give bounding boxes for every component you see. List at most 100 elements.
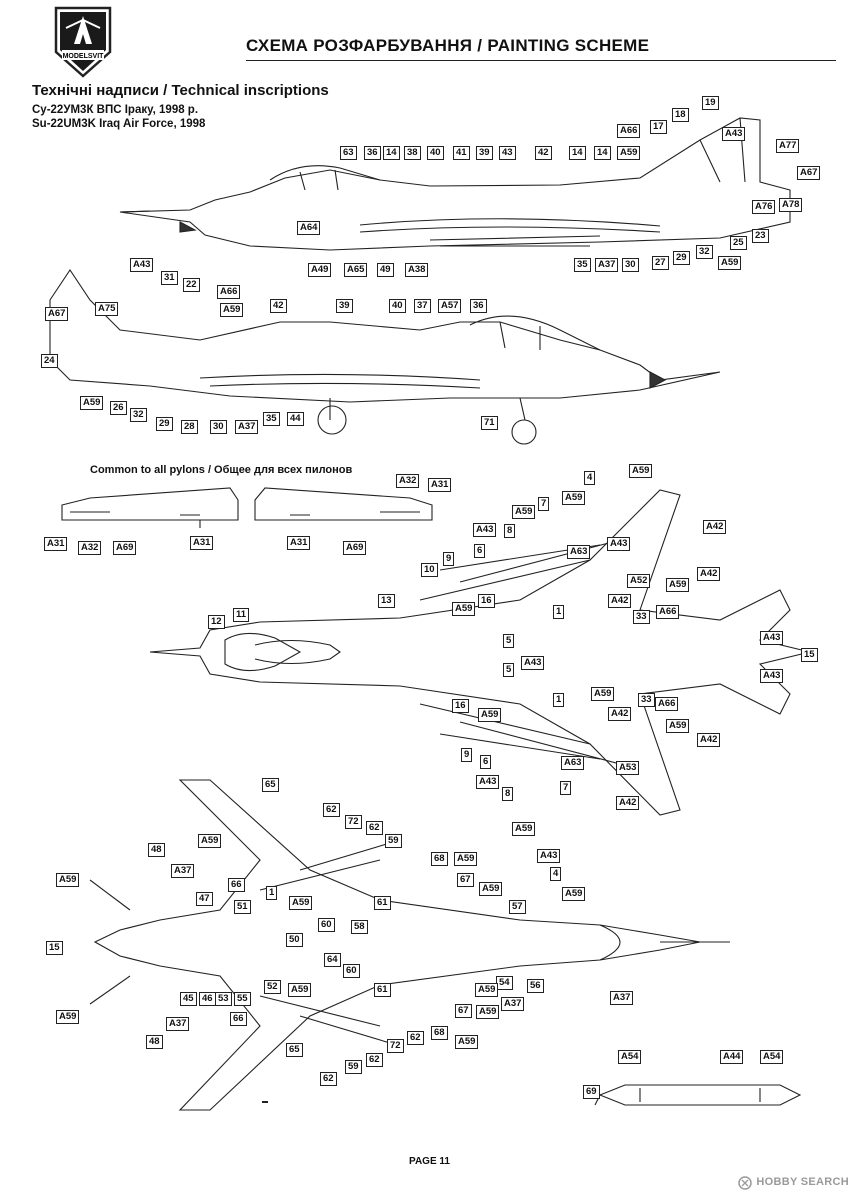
hobby-search-logo-icon xyxy=(738,1176,753,1190)
callout-label: A67 xyxy=(797,166,821,180)
callout-label: 53 xyxy=(215,992,232,1006)
callout-label: 68 xyxy=(431,852,448,866)
callout-label: A43 xyxy=(130,258,154,272)
callout-label: A66 xyxy=(655,697,679,711)
callout-label: A78 xyxy=(779,198,803,212)
pod-drawing xyxy=(594,1084,802,1106)
callout-label: A59 xyxy=(56,1010,80,1024)
callout-label: A59 xyxy=(562,491,586,505)
callout-label: 28 xyxy=(181,420,198,434)
callout-label: 38 xyxy=(404,146,421,160)
callout-label: 6 xyxy=(480,755,492,769)
callout-label: 57 xyxy=(509,900,526,914)
callout-label: A75 xyxy=(95,302,119,316)
callout-label: 40 xyxy=(389,299,406,313)
callout-label: A49 xyxy=(308,263,332,277)
callout-label: A31 xyxy=(428,478,452,492)
callout-label: 30 xyxy=(622,258,639,272)
callout-label: 59 xyxy=(345,1060,362,1074)
callout-label: 1 xyxy=(553,605,565,619)
callout-label: A42 xyxy=(608,594,632,608)
callout-label: A59 xyxy=(288,983,312,997)
callout-label: A59 xyxy=(220,303,244,317)
subtitle-en: Su-22UM3K Iraq Air Force, 1998 xyxy=(32,118,206,130)
callout-label: 61 xyxy=(374,983,391,997)
callout-label: 51 xyxy=(234,900,251,914)
callout-label: 6 xyxy=(474,544,486,558)
callout-label: A32 xyxy=(78,541,102,555)
callout-label: 11 xyxy=(233,608,250,622)
callout-label: A43 xyxy=(537,849,561,863)
callout-label: A54 xyxy=(760,1050,784,1064)
callout-label: 36 xyxy=(470,299,487,313)
callout-label: A37 xyxy=(610,991,634,1005)
callout-label: A38 xyxy=(405,263,429,277)
callout-label: 72 xyxy=(387,1039,404,1053)
callout-label: 16 xyxy=(452,699,469,713)
callout-label: 32 xyxy=(130,408,147,422)
callout-label: 67 xyxy=(457,873,474,887)
callout-label: A59 xyxy=(454,852,478,866)
callout-label: A59 xyxy=(476,1005,500,1019)
callout-label: 37 xyxy=(414,299,431,313)
callout-label: 8 xyxy=(504,524,516,538)
callout-label: A66 xyxy=(617,124,641,138)
callout-label: 5 xyxy=(503,663,515,677)
callout-label: 62 xyxy=(320,1072,337,1086)
callout-label: 62 xyxy=(407,1031,424,1045)
callout-label: 25 xyxy=(730,236,747,250)
callout-label: A76 xyxy=(752,200,776,214)
callout-label: 68 xyxy=(431,1026,448,1040)
callout-label: 52 xyxy=(264,980,281,994)
callout-label: A42 xyxy=(608,707,632,721)
callout-label: 66 xyxy=(230,1012,247,1026)
callout-label: 4 xyxy=(550,867,562,881)
callout-label: 50 xyxy=(286,933,303,947)
callout-label: 30 xyxy=(210,420,227,434)
callout-label: 62 xyxy=(366,1053,383,1067)
callout-label: 55 xyxy=(234,992,251,1006)
callout-label: A42 xyxy=(697,733,721,747)
page-title: СХЕМА РОЗФАРБУВАННЯ / PAINTING SCHEME xyxy=(246,36,650,55)
callout-label: 27 xyxy=(652,256,669,270)
page-number: PAGE 11 xyxy=(409,1156,450,1167)
pylon-drawings xyxy=(61,487,433,528)
watermark-text: HOBBY SEARCH xyxy=(756,1176,849,1188)
callout-label: 7 xyxy=(560,781,572,795)
callout-label: A57 xyxy=(438,299,462,313)
callout-label: 35 xyxy=(574,258,591,272)
callout-label: A59 xyxy=(455,1035,479,1049)
callout-label: 62 xyxy=(366,821,383,835)
callout-label: 1 xyxy=(266,886,278,900)
callout-label: A59 xyxy=(629,464,653,478)
callout-label: 65 xyxy=(262,778,279,792)
callout-label: A66 xyxy=(217,285,241,299)
callout-label: 44 xyxy=(287,412,304,426)
callout-label: 42 xyxy=(535,146,552,160)
callout-label: A53 xyxy=(616,761,640,775)
callout-label: 39 xyxy=(336,299,353,313)
callout-label: A59 xyxy=(56,873,80,887)
callout-label: 14 xyxy=(569,146,586,160)
callout-label: A52 xyxy=(627,574,651,588)
callout-label: A43 xyxy=(760,631,784,645)
callout-label: A59 xyxy=(198,834,222,848)
callout-label: 22 xyxy=(183,278,200,292)
callout-label: 39 xyxy=(476,146,493,160)
callout-label: 16 xyxy=(478,594,495,608)
callout-label: 5 xyxy=(503,634,515,648)
title-divider xyxy=(246,60,836,61)
callout-label: 67 xyxy=(455,1004,472,1018)
callout-label: A59 xyxy=(718,256,742,270)
callout-label: 19 xyxy=(702,96,719,110)
callout-label: A37 xyxy=(171,864,195,878)
callout-label: 8 xyxy=(502,787,514,801)
callout-label: 15 xyxy=(801,648,818,662)
callout-label: 15 xyxy=(46,941,63,955)
callout-label: A59 xyxy=(617,146,641,160)
callout-label: 47 xyxy=(196,892,213,906)
callout-label: 48 xyxy=(148,843,165,857)
callout-label: 1 xyxy=(553,693,565,707)
callout-label: A63 xyxy=(567,545,591,559)
callout-label: 72 xyxy=(345,815,362,829)
